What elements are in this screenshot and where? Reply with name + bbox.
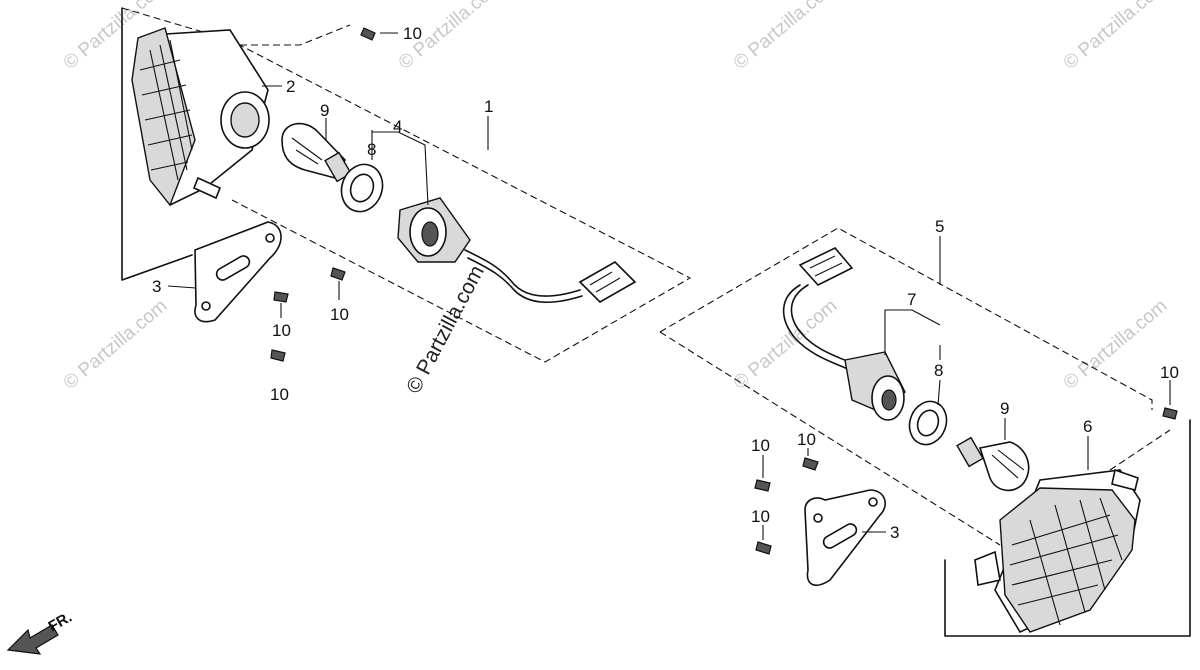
right-assembly: 5 6 7 8 9 10 10 10 10 3 — [659, 217, 1191, 637]
right-group-bracket — [944, 419, 1191, 637]
leader-7 — [884, 309, 941, 355]
turn-signal-housing-right — [974, 468, 1141, 634]
socket-harness-right — [782, 247, 906, 421]
callout-7: 7 — [907, 290, 916, 309]
watermark-faint: © Partzilla.com — [730, 295, 842, 393]
watermark-faint: © Partzilla.com — [730, 0, 842, 74]
bracket-left — [194, 221, 282, 323]
left-assembly: 1 2 3 4 8 9 10 10 10 10 — [121, 7, 692, 404]
callout-10-r2: 10 — [797, 430, 816, 449]
bulb-left — [281, 122, 352, 183]
leader-4 — [372, 131, 429, 206]
bulb-right — [956, 436, 1030, 492]
leader-3-left — [167, 285, 197, 289]
callout-8-right: 8 — [934, 361, 943, 380]
watermark-main: © Partzilla.com — [402, 262, 489, 398]
callout-1: 1 — [484, 97, 493, 116]
callout-6: 6 — [1083, 417, 1092, 436]
callout-9-left: 9 — [320, 101, 329, 120]
watermark-faint: © Partzilla.com — [1060, 0, 1172, 74]
front-direction: FR. — [6, 609, 75, 655]
callout-3-left: 3 — [152, 277, 161, 296]
screw-left-c — [270, 349, 286, 362]
callout-10-c: 10 — [270, 385, 289, 404]
left-group-outline — [121, 7, 692, 363]
callout-2: 2 — [286, 77, 295, 96]
gasket-left — [340, 163, 384, 213]
screw-left-a — [273, 291, 289, 303]
left-group-bracket-left — [121, 7, 193, 281]
screw-right-top — [1162, 407, 1178, 420]
callout-10-a: 10 — [272, 321, 291, 340]
callout-8-left: 8 — [367, 140, 376, 159]
screw-right-a — [754, 479, 771, 492]
gasket-right — [908, 400, 948, 446]
callout-9-right: 9 — [1000, 399, 1009, 418]
callout-10-r1: 10 — [751, 436, 770, 455]
screw-left-b — [330, 267, 346, 281]
callout-10-right-top: 10 — [1160, 363, 1179, 382]
callout-10-top: 10 — [403, 24, 422, 43]
right-group-outline — [659, 227, 1153, 546]
leader-8-right — [937, 345, 941, 406]
direction-arrow-icon — [6, 624, 59, 655]
screw-top-left — [360, 27, 376, 41]
turn-signal-housing-left — [131, 27, 270, 207]
screw-leader-right — [1109, 429, 1171, 471]
callout-10-b: 10 — [330, 305, 349, 324]
callout-10-r3: 10 — [751, 507, 770, 526]
socket-harness-left — [397, 197, 637, 304]
screw-leader-top — [240, 24, 351, 46]
callout-4: 4 — [393, 117, 402, 136]
screw-right-b — [802, 457, 819, 471]
watermark-faint: © Partzilla.com — [60, 295, 172, 393]
callout-3-right: 3 — [890, 523, 899, 542]
watermark-faint: © Partzilla.com — [1060, 295, 1172, 393]
callout-5: 5 — [935, 217, 944, 236]
bracket-right — [804, 489, 886, 586]
screw-right-c — [755, 541, 772, 555]
